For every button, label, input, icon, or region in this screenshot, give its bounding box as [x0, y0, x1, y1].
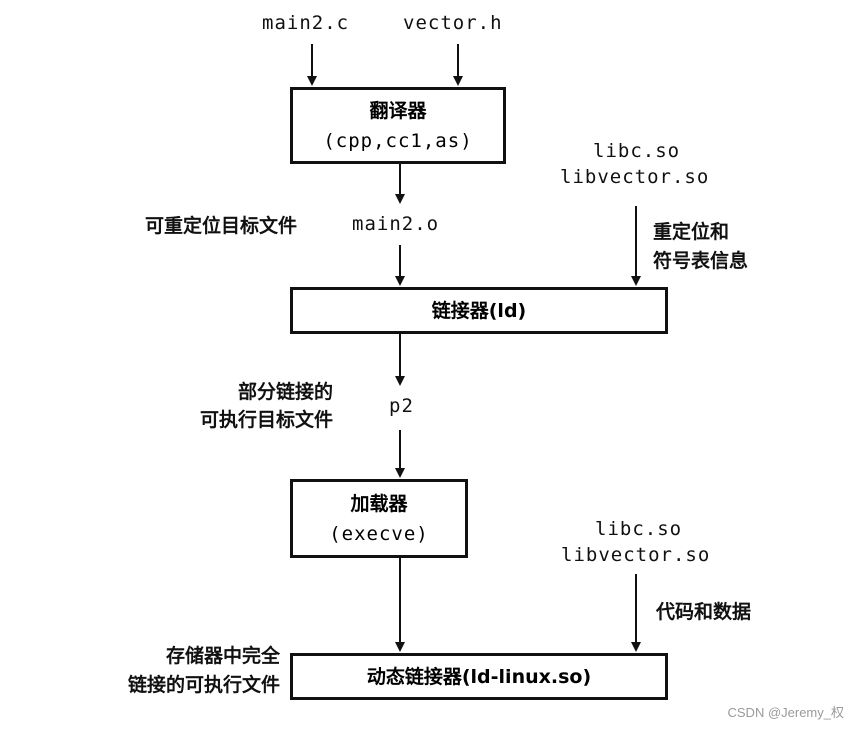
- partial-link-caption-line2: 可执行目标文件: [199, 409, 333, 431]
- header-file-label: vector.h: [403, 12, 503, 34]
- dynamic-linker-title: 动态链接器(ld-linux.so): [366, 665, 592, 688]
- source-file-label: main2.c: [262, 12, 350, 34]
- loader-tools: (execve): [329, 522, 429, 545]
- code-data-caption: 代码和数据: [656, 601, 752, 623]
- libc-top-label: libc.so: [593, 140, 681, 162]
- relocation-info-line2: 符号表信息: [653, 250, 749, 272]
- translator-tools: (cpp,cc1,as): [323, 129, 473, 152]
- dynamic-linker-box: 动态链接器(ld-linux.so): [290, 653, 668, 700]
- libvector-bottom-label: libvector.so: [561, 544, 711, 566]
- translator-box: 翻译器 (cpp,cc1,as): [290, 87, 506, 164]
- object-file-label: main2.o: [352, 213, 440, 235]
- linker-box: 链接器(ld): [290, 287, 668, 334]
- watermark: CSDN @Jeremy_权: [727, 705, 845, 720]
- translator-title: 翻译器: [369, 99, 427, 122]
- libc-bottom-label: libc.so: [595, 518, 683, 540]
- linker-title: 链接器(ld): [431, 299, 527, 322]
- partial-link-caption-line1: 部分链接的: [237, 381, 333, 403]
- memory-caption-line1: 存储器中完全: [165, 645, 280, 667]
- memory-caption-line2: 链接的可执行文件: [127, 674, 280, 696]
- p2-file-label: p2: [389, 395, 414, 417]
- relocatable-object-caption: 可重定位目标文件: [145, 215, 298, 237]
- loader-title: 加载器: [350, 492, 408, 515]
- libvector-top-label: libvector.so: [560, 166, 710, 188]
- loader-box: 加载器 (execve): [290, 479, 468, 558]
- relocation-info-line1: 重定位和: [653, 221, 730, 243]
